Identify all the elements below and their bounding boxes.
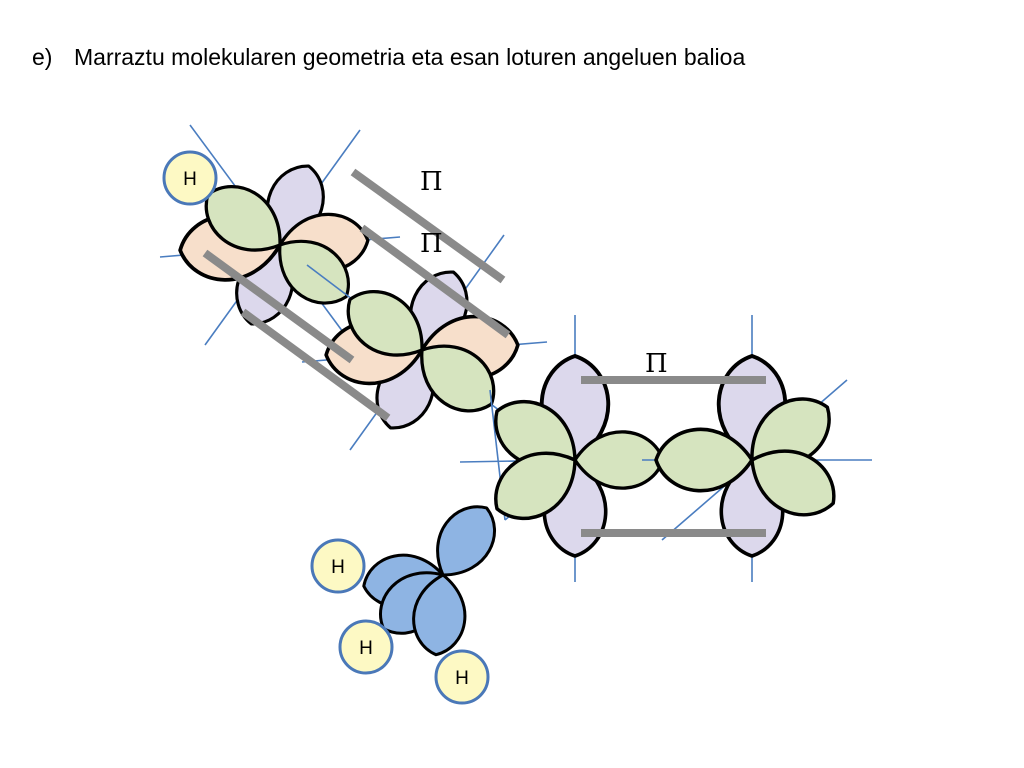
pi-label: Π xyxy=(420,167,443,197)
question-text: Marraztu molekularen geometria eta esan … xyxy=(74,44,746,70)
hydrogen-atom-2: H xyxy=(310,538,366,594)
carbon-atom-4 xyxy=(642,315,872,582)
hydrogen-label: H xyxy=(183,169,197,190)
carbon-atom-1 xyxy=(159,124,401,356)
hydrogen-atom-1: H xyxy=(162,150,218,206)
hydrogen-label: H xyxy=(331,557,345,578)
pi-label: Π xyxy=(645,349,668,379)
pi-bond-bar xyxy=(350,168,506,284)
pi-bond-bar xyxy=(359,224,511,339)
hydrogen-label: H xyxy=(359,638,373,659)
pi-bond-bar xyxy=(240,308,391,422)
carbon-atom-3 xyxy=(459,315,686,582)
pi-bond-bar xyxy=(202,249,355,364)
question-marker: e) xyxy=(32,44,53,70)
pi-label: Π xyxy=(420,229,443,259)
pi-bonds xyxy=(202,168,766,537)
carbon-atom-2 xyxy=(301,234,548,451)
question-prompt: e) Marraztu molekularen geometria eta esa… xyxy=(32,44,745,71)
hydrogen-atom-4: H xyxy=(434,649,490,705)
hydrogen-atom-3: H xyxy=(338,619,394,675)
hydrogen-label: H xyxy=(455,668,469,689)
